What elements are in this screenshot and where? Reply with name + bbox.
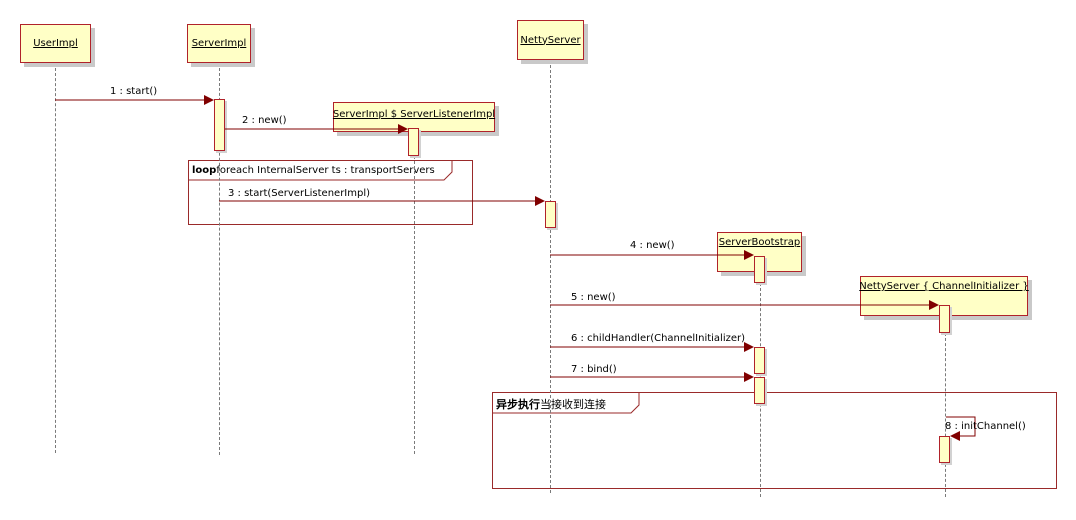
- activation-serverimpl: [214, 99, 225, 151]
- message-label-m8: 8 : initChannel(): [945, 421, 1026, 432]
- loop-frame: loop foreach InternalServer ts : transpo…: [188, 160, 473, 225]
- lifeline-listenerimpl[interactable]: ServerImpl $ ServerListenerImpl: [333, 102, 495, 132]
- lifeline-nettyserver-line: [550, 60, 551, 493]
- loop-keyword: loop: [192, 165, 217, 176]
- lifeline-serverimpl[interactable]: ServerImpl: [187, 24, 251, 63]
- lifeline-nettyserver[interactable]: NettyServer: [517, 20, 584, 60]
- message-label-m4: 4 : new(): [630, 240, 675, 251]
- message-label-m5: 5 : new(): [571, 292, 616, 303]
- message-label-m2: 2 : new(): [242, 115, 287, 126]
- async-frame-label: 异步执行 当接收到连接: [493, 393, 606, 414]
- message-label-m1: 1 : start(): [110, 86, 158, 97]
- lifeline-serverimpl-line: [219, 63, 220, 455]
- activation-nettyserver: [545, 201, 556, 228]
- loop-frame-label: loop foreach InternalServer ts : transpo…: [189, 161, 435, 180]
- activation-channelinitializer-init: [939, 436, 950, 463]
- message-label-m6: 6 : childHandler(ChannelInitializer): [571, 333, 746, 344]
- async-guard: 当接收到连接: [540, 397, 606, 411]
- lifeline-channelinitializer-line: [945, 333, 946, 497]
- lifeline-listenerimpl-line: [414, 156, 415, 454]
- activation-channelinitializer-new: [939, 305, 950, 333]
- activation-serverbootstrap-bind: [754, 377, 765, 404]
- lifeline-userimpl-line: [55, 63, 56, 453]
- message-label-m7: 7 : bind(): [571, 364, 617, 375]
- lifeline-listenerimpl-label: ServerImpl $ ServerListenerImpl: [332, 109, 496, 120]
- async-frame: 异步执行 当接收到连接: [492, 392, 1057, 489]
- lifeline-serverbootstrap-label: ServerBootstrap: [718, 237, 801, 248]
- async-keyword: 异步执行: [496, 397, 540, 411]
- lifeline-channelinitializer-label: NettyServer { ChannelInitializer }: [859, 281, 1029, 292]
- activation-listenerimpl: [408, 128, 419, 156]
- activation-serverbootstrap-new: [754, 256, 765, 283]
- activation-serverbootstrap-childhandler: [754, 347, 765, 374]
- message-label-m3: 3 : start(ServerListenerImpl): [228, 188, 371, 199]
- lifeline-userimpl-label: UserImpl: [33, 38, 78, 49]
- arrow-m8: [946, 416, 976, 441]
- lifeline-userimpl[interactable]: UserImpl: [20, 24, 91, 63]
- loop-frame-tab: [189, 161, 453, 181]
- async-frame-tab: [493, 393, 640, 414]
- lifeline-nettyserver-label: NettyServer: [520, 34, 581, 46]
- lifeline-serverimpl-label: ServerImpl: [191, 38, 247, 49]
- loop-guard: foreach InternalServer ts : transportSer…: [216, 165, 435, 176]
